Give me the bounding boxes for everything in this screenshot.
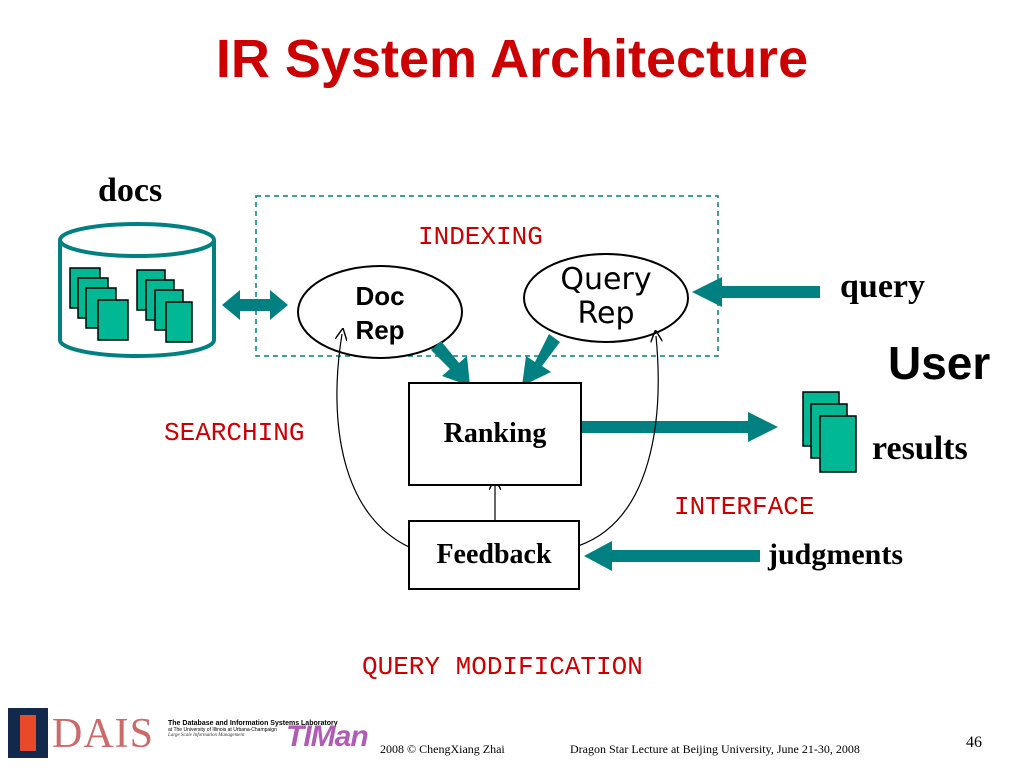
query-rep-line2: Rep <box>577 296 635 331</box>
dais-lab-info: The Database and Information Systems Lab… <box>168 720 338 738</box>
user-label: User <box>888 337 991 389</box>
docs-label: docs <box>98 172 163 209</box>
ranking-results-arrow <box>573 412 778 442</box>
ranking-node: Ranking <box>408 382 582 486</box>
query-label: query <box>840 268 925 305</box>
illinois-logo <box>8 708 48 758</box>
feedback-node: Feedback <box>408 520 580 590</box>
feedback-docrep-curve <box>337 334 417 551</box>
queryrep-ranking-arrow <box>522 334 560 386</box>
timan-logo: TIMan <box>286 720 369 753</box>
results-label: results <box>872 430 968 467</box>
results-doc-stack-icon <box>802 391 857 473</box>
docs-database-icon <box>58 222 216 358</box>
doc-rep-line2: Rep <box>355 315 405 345</box>
slide-title: IR System Architecture <box>215 29 809 89</box>
indexing-label: INDEXING <box>418 222 543 252</box>
doc-rep-line1: Doc <box>355 281 405 311</box>
query-rep-label: Query Rep <box>524 263 688 331</box>
doc-stack-icon <box>136 269 193 343</box>
lab-sub2: Large Scale Information Management <box>168 733 245 738</box>
feedback-queryrep-curve <box>577 336 658 547</box>
judgments-feedback-arrow <box>584 541 760 571</box>
docrep-ranking-arrow <box>431 341 470 386</box>
query-modification-label: QUERY MODIFICATION <box>362 652 643 682</box>
lab-sub1: at The University of Illinois at Urbana-… <box>168 727 277 733</box>
doc-rep-label: Doc Rep <box>298 279 462 347</box>
query-input-arrow <box>692 277 820 307</box>
lab-name: The Database and Information Systems Lab… <box>168 720 338 727</box>
doc-stack-icon <box>69 267 129 341</box>
illinois-i-icon <box>20 715 36 751</box>
docs-docrep-double-arrow <box>222 290 288 320</box>
page-number: 46 <box>966 734 982 751</box>
feedback-label: Feedback <box>436 539 552 570</box>
query-rep-line1: Query <box>560 262 652 297</box>
searching-label: SEARCHING <box>164 418 305 448</box>
interface-label: INTERFACE <box>674 492 815 522</box>
query-rep-node <box>523 253 689 343</box>
indexing-region <box>255 195 719 357</box>
ranking-label: Ranking <box>443 418 547 449</box>
dais-logo: DAIS <box>52 711 155 757</box>
footer-lecture: Dragon Star Lecture at Beijing Universit… <box>570 742 860 756</box>
judgments-label: judgments <box>768 538 904 571</box>
footer-copyright: 2008 © ChengXiang Zhai <box>380 742 505 756</box>
